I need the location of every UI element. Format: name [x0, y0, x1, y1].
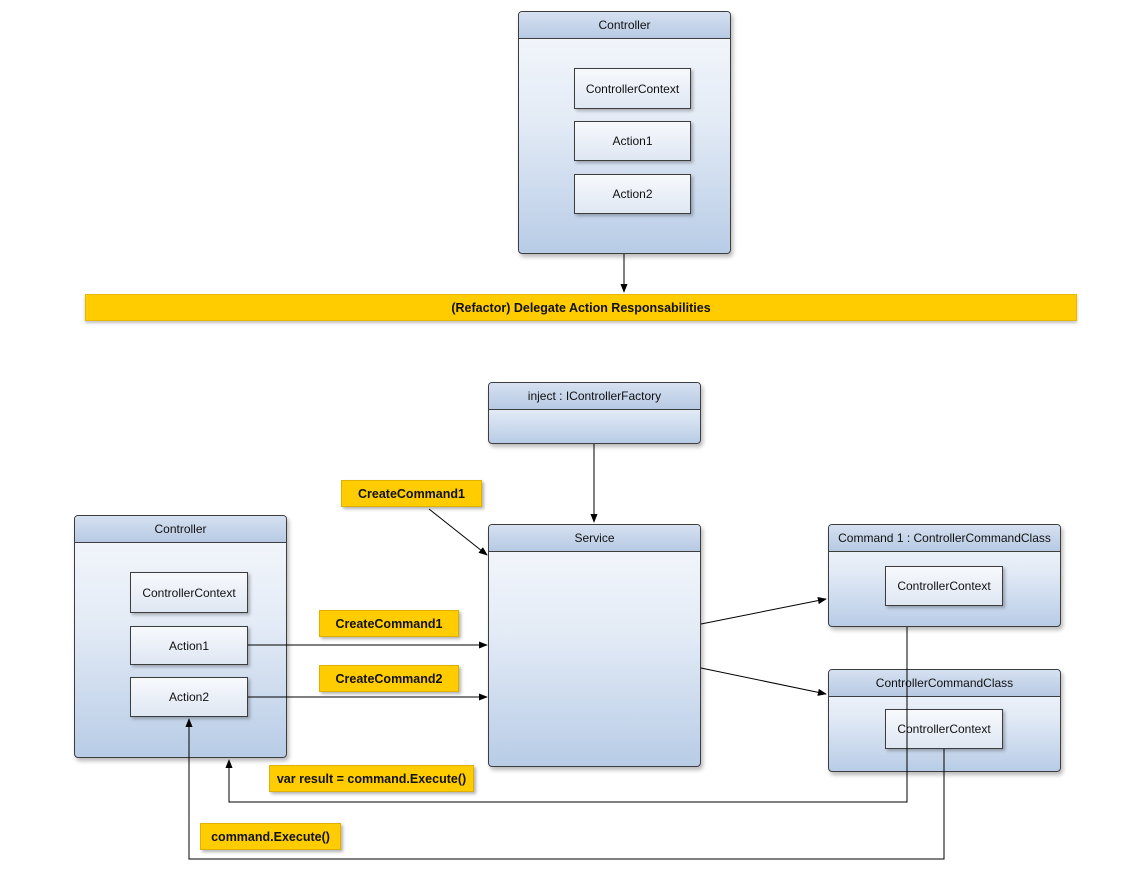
top-action2: Action2: [574, 174, 691, 214]
command1-title: Command 1 : ControllerCommandClass: [829, 525, 1060, 552]
refactor-banner: (Refactor) Delegate Action Responsabilit…: [85, 294, 1077, 321]
edge-service-to-command2: [700, 667, 827, 696]
controller-title: Controller: [75, 516, 286, 543]
command1-context: ControllerContext: [885, 566, 1003, 606]
top-controller-title: Controller: [519, 12, 730, 39]
edge-service-to-command1: [700, 597, 827, 625]
note-command-execute: command.Execute(): [200, 823, 341, 850]
service: Service: [488, 524, 701, 767]
note-create-command1-top: CreateCommand1: [341, 480, 482, 507]
action1: Action1: [130, 626, 248, 665]
top-action1: Action1: [574, 121, 691, 161]
service-title: Service: [489, 525, 700, 552]
note-create-command1: CreateCommand1: [319, 610, 459, 637]
note-create-command2: CreateCommand2: [319, 665, 459, 692]
top-controller-context: ControllerContext: [574, 68, 691, 109]
factory-title: inject : IControllerFactory: [489, 383, 700, 410]
edge-note-to-service: [428, 508, 488, 556]
action2: Action2: [130, 677, 248, 717]
note-var-result: var result = command.Execute(): [269, 765, 474, 792]
controller-context: ControllerContext: [130, 572, 248, 613]
command2-context: ControllerContext: [885, 709, 1003, 749]
factory-box: inject : IControllerFactory: [488, 382, 701, 444]
command2-title: ControllerCommandClass: [829, 670, 1060, 697]
